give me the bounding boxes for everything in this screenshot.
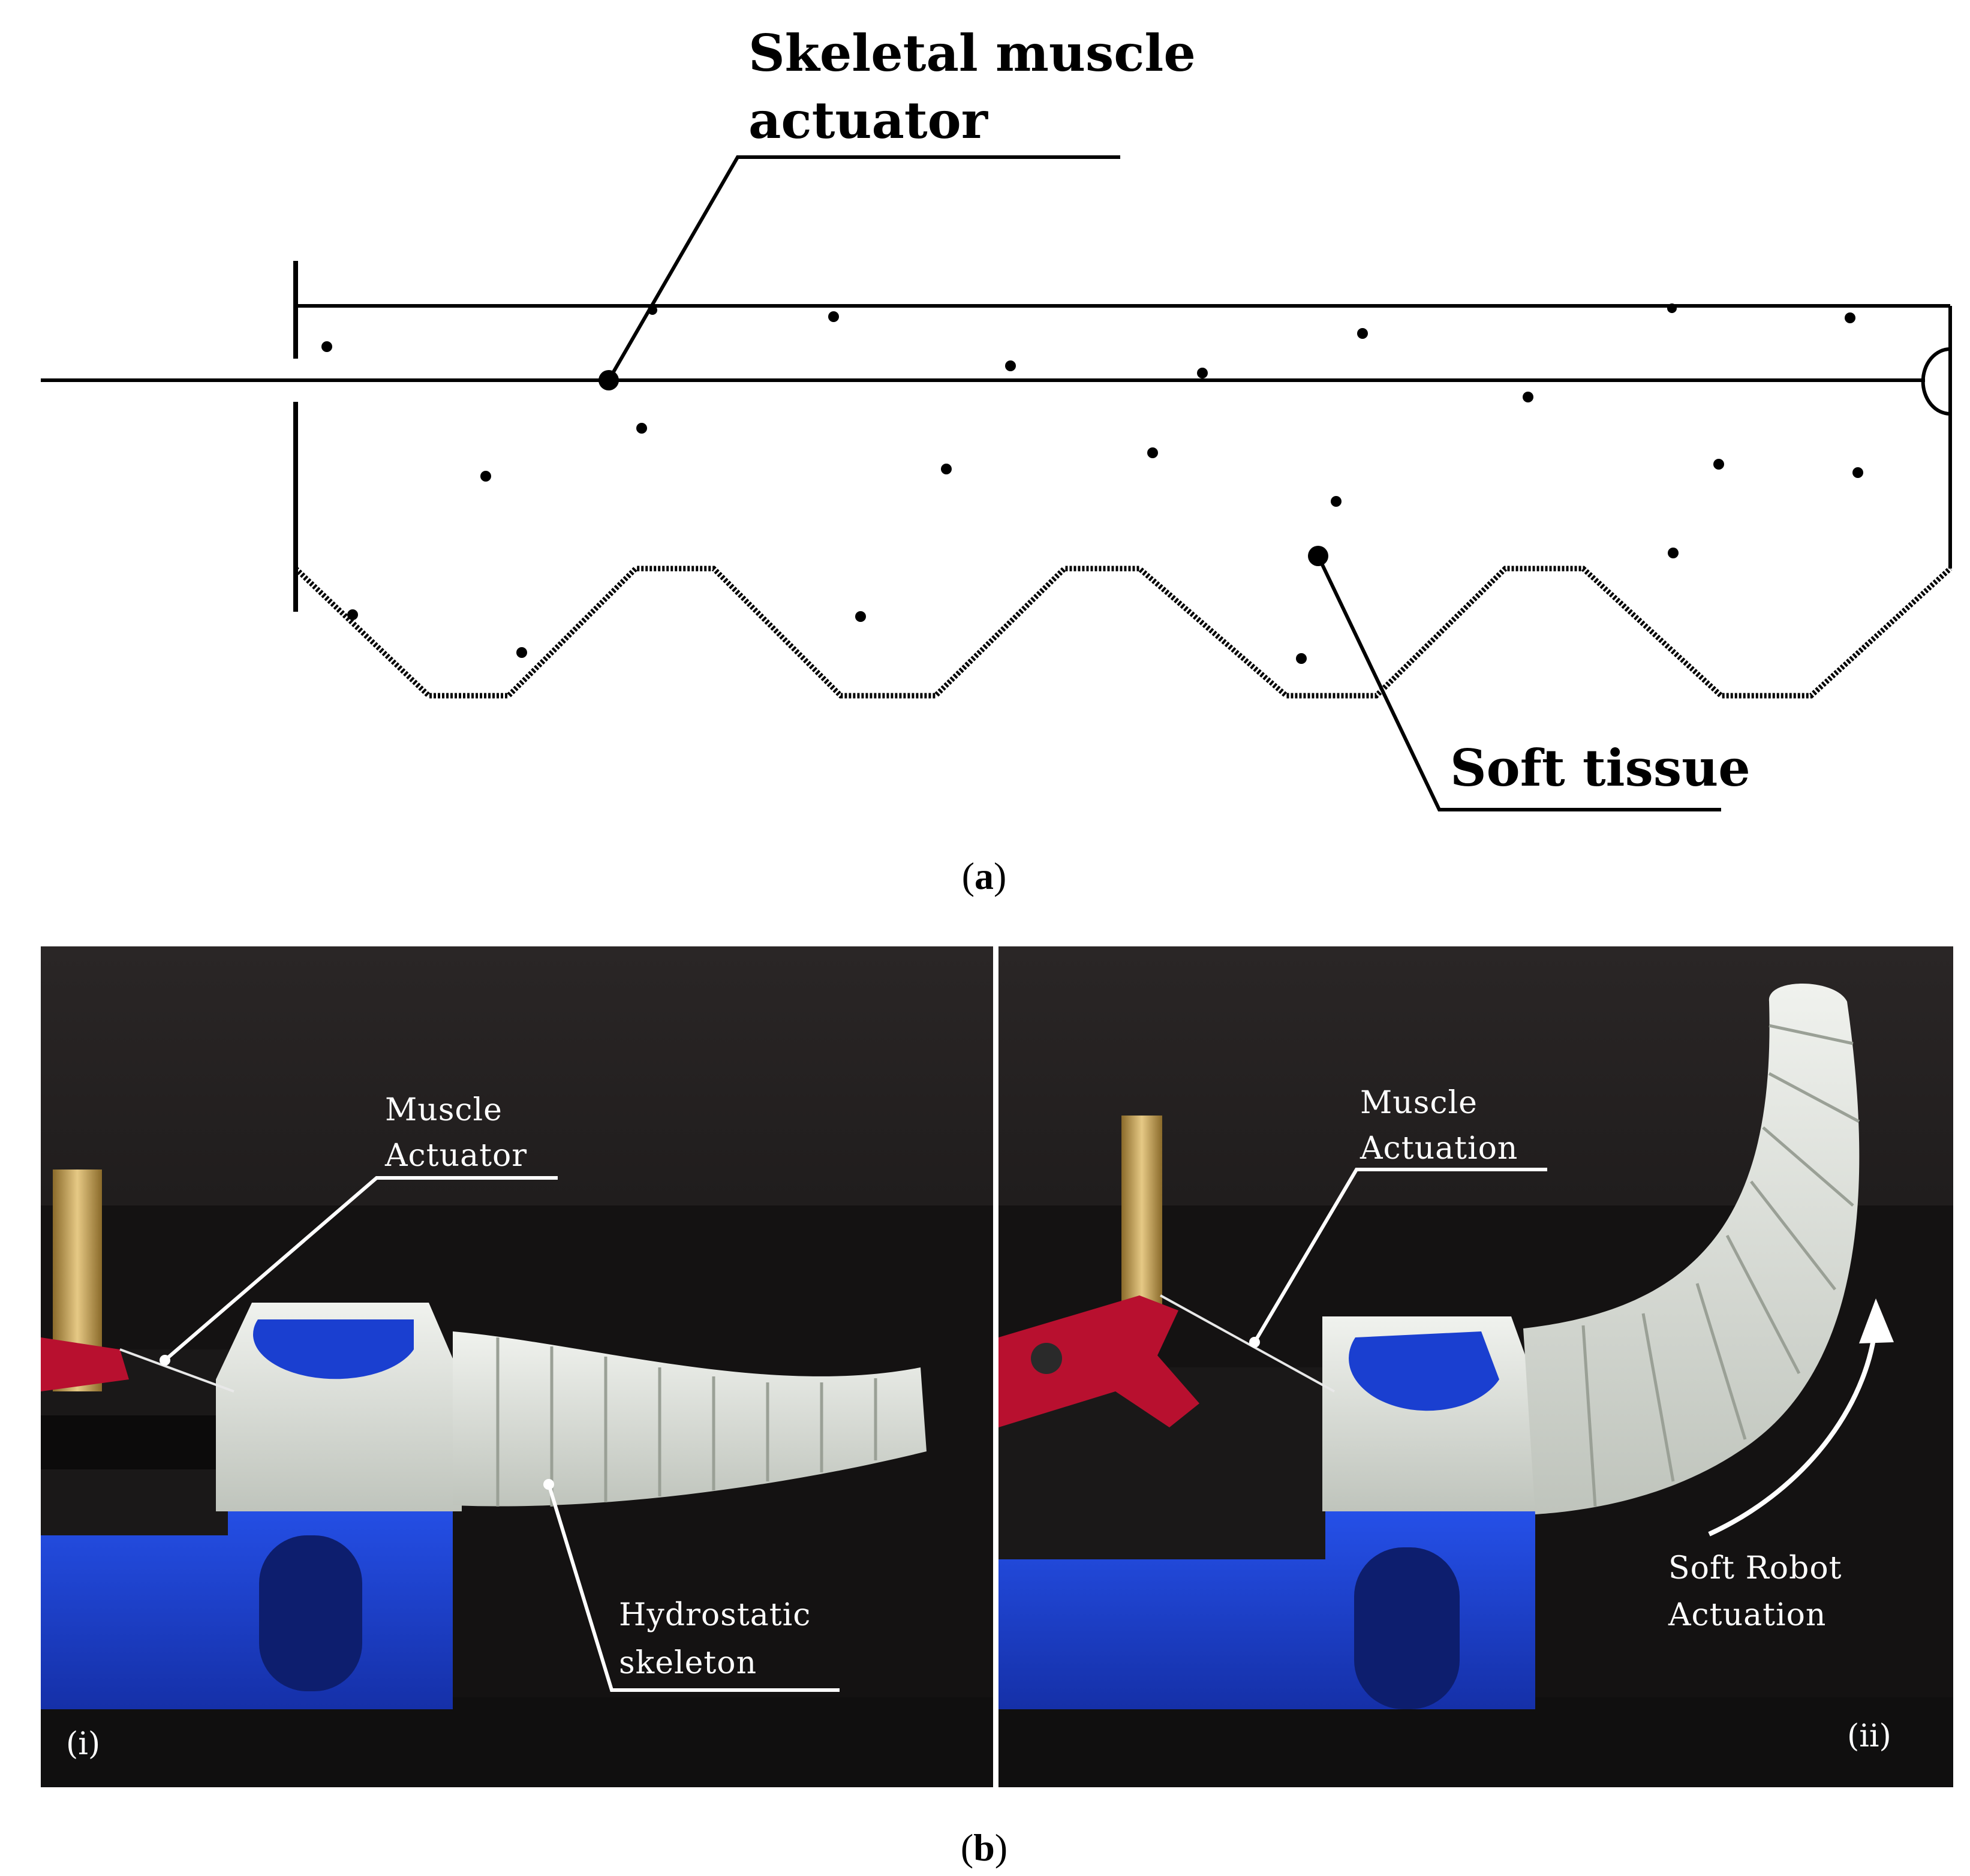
label-hydrostatic-line2: skeleton xyxy=(619,1645,757,1681)
tendon-wire-left xyxy=(119,1348,234,1393)
label-muscle-actuation-line2: Actuation xyxy=(1360,1131,1518,1167)
panel-a-diagram: Skeletal muscle actuator Soft tissue xyxy=(41,23,1953,811)
caption-b: (b) xyxy=(961,1826,1007,1869)
label-muscle-actuator-line1: Muscle xyxy=(385,1092,503,1128)
soft-tissue-boundary xyxy=(293,566,1953,699)
photo-panel-left: Muscle Actuator Hydrostatic skeleton (i) xyxy=(41,946,993,1787)
label-muscle-actuation-line1: Muscle xyxy=(1360,1085,1478,1121)
label-soft-robot-line2: Actuation xyxy=(1668,1597,1826,1633)
mount-disc xyxy=(252,1319,414,1379)
caption-a: (a) xyxy=(962,855,1007,897)
skeleton-pointer xyxy=(547,1484,840,1692)
soft-skeleton-right xyxy=(1523,984,1860,1514)
skeleton-segments-right xyxy=(1581,1024,1860,1507)
tendon-wire-right xyxy=(1160,1294,1335,1393)
blue-base-slot xyxy=(259,1535,362,1691)
soft-skeleton-left xyxy=(453,1331,927,1507)
tendon-end-cap xyxy=(1921,347,1951,416)
muscle-actuation-pointer xyxy=(1253,1168,1547,1343)
panel-tag-ii: (ii) xyxy=(1847,1718,1891,1754)
panel-tag-i: (i) xyxy=(66,1726,100,1762)
label-skeletal-muscle-line2: actuator xyxy=(748,91,989,150)
servo-horn xyxy=(41,1337,129,1391)
muscle-actuator-leader xyxy=(607,155,1120,381)
photo-divider xyxy=(993,946,998,1787)
skeleton-segments-left xyxy=(496,1337,877,1507)
muscle-actuator-pointer xyxy=(164,1176,558,1362)
servo-horn-right xyxy=(998,1295,1199,1427)
tissue-dots xyxy=(321,303,1863,664)
actuation-arrow-head xyxy=(1859,1298,1894,1343)
blue-base-slot-right xyxy=(1354,1547,1460,1709)
mount-disc-right xyxy=(1349,1331,1499,1411)
label-muscle-actuator-line2: Actuator xyxy=(384,1138,527,1174)
label-soft-robot-line1: Soft Robot xyxy=(1668,1550,1842,1586)
label-soft-tissue: Soft tissue xyxy=(1450,738,1751,798)
label-hydrostatic-line1: Hydrostatic xyxy=(619,1597,811,1633)
actuation-arrow xyxy=(1708,1319,1878,1537)
photo-panel-right: Muscle Actuation Soft Robot Actuation (i… xyxy=(998,946,1953,1787)
brass-standoff-right xyxy=(1121,1116,1162,1313)
soft-tissue-leader xyxy=(1316,555,1721,811)
label-skeletal-muscle-line1: Skeletal muscle xyxy=(748,23,1196,83)
